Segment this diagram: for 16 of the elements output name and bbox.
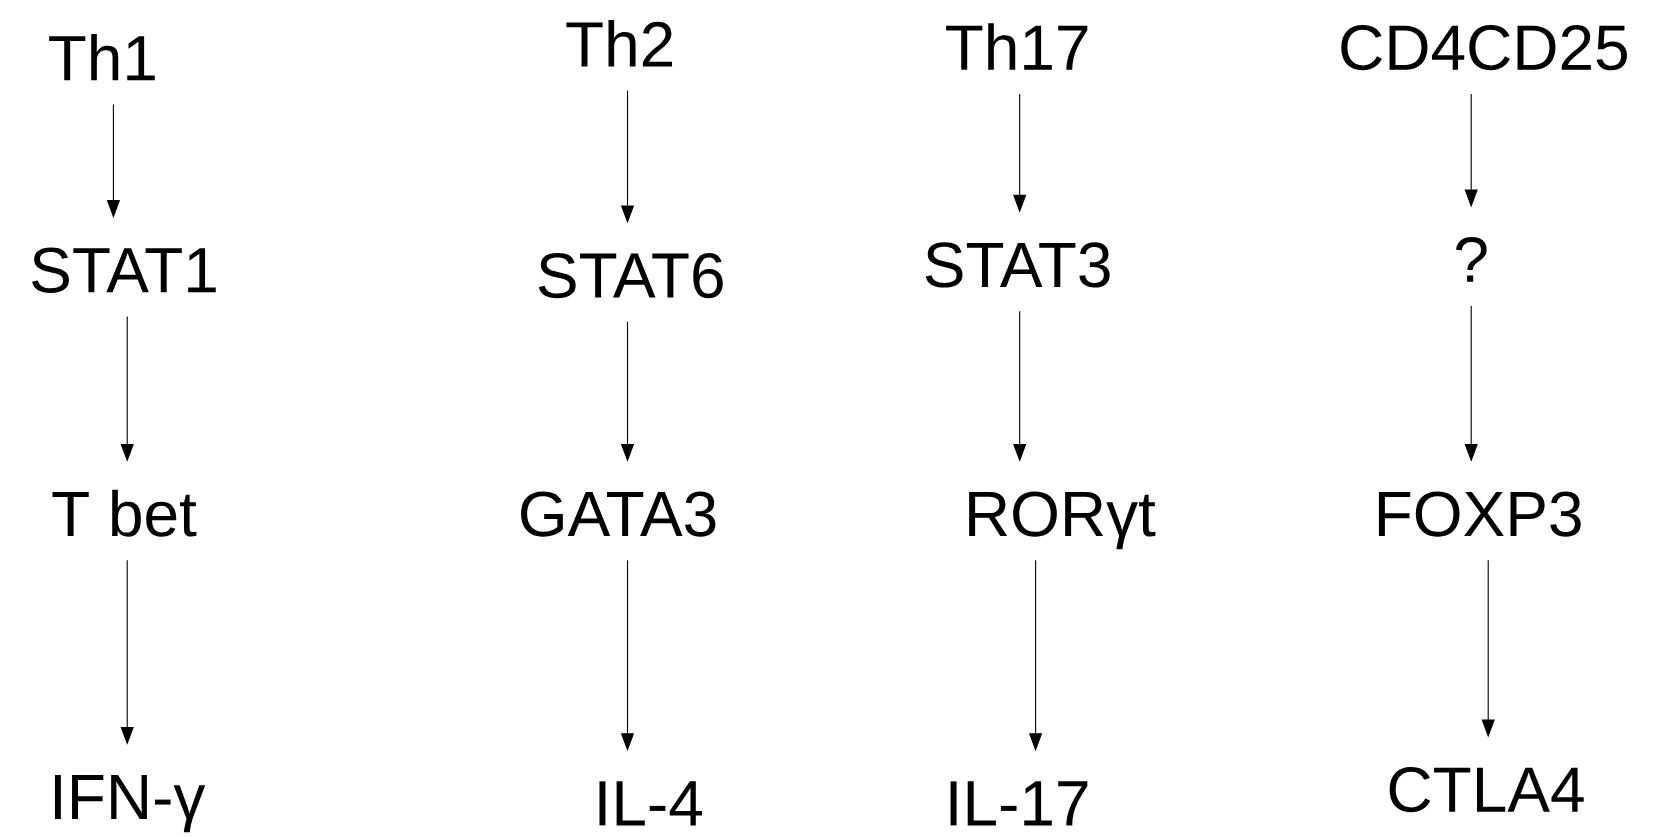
node-label: FOXP3 xyxy=(1378,491,1581,537)
node-label: GATA3 xyxy=(521,491,716,537)
node-label: RORγt xyxy=(969,491,1156,550)
node-label: T bet xyxy=(52,489,197,537)
node-label: IL-17 xyxy=(950,781,1088,826)
node-label: ? xyxy=(1456,237,1487,282)
node-label: Th1 xyxy=(49,33,155,81)
node-label: Th17 xyxy=(946,23,1088,70)
node-label: Th2 xyxy=(566,20,673,67)
node-label: CD4CD25 xyxy=(1341,25,1627,71)
node-label: IFN-γ xyxy=(54,775,206,833)
node-label: STAT3 xyxy=(925,242,1110,288)
node-label: STAT1 xyxy=(32,247,216,293)
node-label: STAT6 xyxy=(538,252,723,299)
node-label: IL-4 xyxy=(599,781,702,826)
node-label: CTLA4 xyxy=(1389,767,1584,813)
